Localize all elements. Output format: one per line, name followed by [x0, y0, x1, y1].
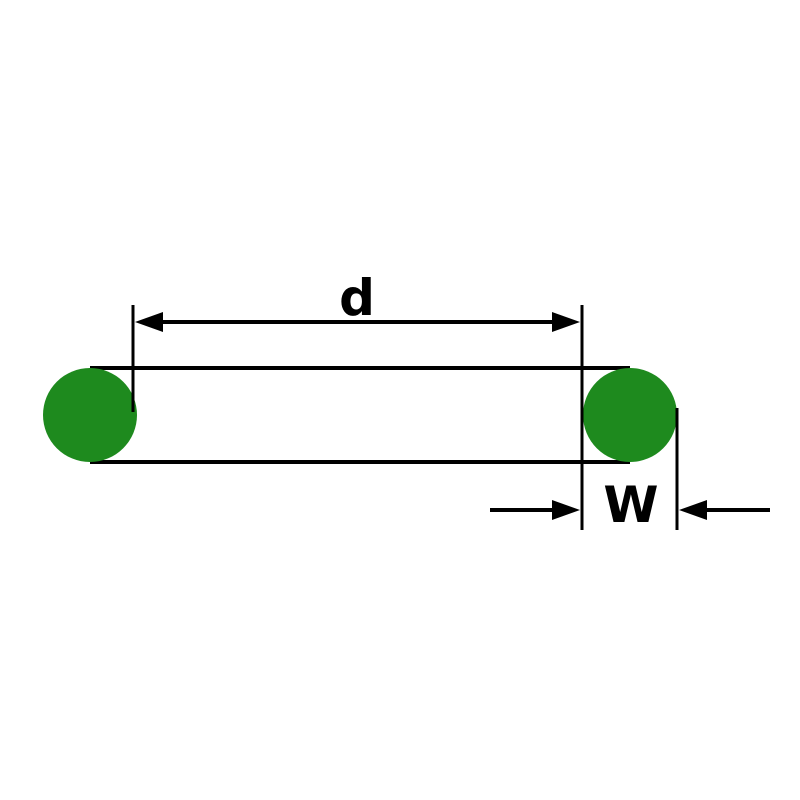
width-dimension-arrow-right: [679, 500, 770, 520]
width-arrowhead-left-icon: [552, 500, 580, 520]
width-arrowhead-right-icon: [679, 500, 707, 520]
diameter-label: d: [339, 269, 375, 327]
left-oring-cross-section: [43, 368, 137, 462]
diameter-dimension-arrow: [135, 312, 580, 332]
width-label: W: [603, 476, 658, 534]
right-oring-cross-section: [583, 368, 677, 462]
diameter-arrowhead-left-icon: [135, 312, 163, 332]
diameter-arrowhead-right-icon: [552, 312, 580, 332]
width-dimension-arrow-left: [490, 500, 580, 520]
